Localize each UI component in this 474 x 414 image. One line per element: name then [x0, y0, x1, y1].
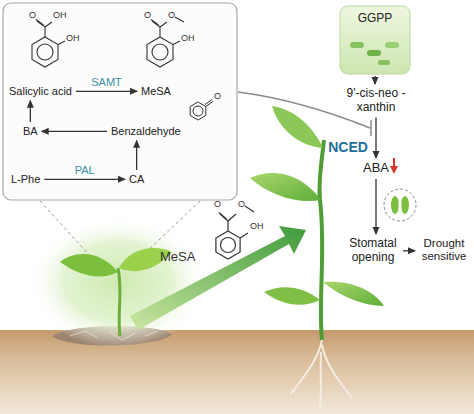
compound-label: Benzaldehyde — [110, 124, 182, 139]
benzaldehyde-structure — [190, 100, 213, 121]
benzaldehyde-structure-part — [190, 102, 206, 120]
atom-label: O — [214, 200, 221, 210]
seedling-part — [60, 254, 118, 277]
stomata-icon-part — [391, 196, 399, 214]
mesa-molecule-part — [219, 206, 254, 238]
ggpp-panel-part — [385, 42, 399, 48]
aba-decrease-arrow — [394, 158, 395, 170]
mesa-structure-part — [152, 44, 168, 60]
mesa-molecule-part — [221, 238, 236, 253]
mesa-structure-part — [151, 17, 184, 45]
precursor-box: GGPP — [340, 6, 410, 74]
compound-label: 9'-cis-neo -xanthin — [345, 86, 407, 116]
hormone-label: ABA — [362, 160, 390, 177]
seedling-part — [118, 268, 120, 336]
salicylic-structure-part — [37, 44, 53, 60]
atom-label: OH — [181, 34, 195, 44]
big-arrow — [130, 226, 306, 330]
pathway-arrow — [403, 250, 415, 251]
arrow-label: MeSA — [160, 250, 195, 264]
pathway-arrow — [375, 118, 376, 158]
ggpp-panel-part — [367, 50, 381, 56]
compound-label: MeSA — [140, 84, 172, 99]
enzyme-label: NCED — [328, 140, 368, 155]
atom-label: O — [144, 11, 151, 21]
stomata-icon-part — [399, 199, 402, 211]
atom-label: O — [29, 11, 36, 21]
plant-part — [250, 173, 321, 201]
ggpp-panel — [340, 6, 410, 74]
benzaldehyde-structure-part — [205, 100, 213, 107]
atom-label: O — [238, 200, 245, 210]
pathway-arrow — [44, 179, 125, 180]
pathway-arrow — [30, 101, 31, 122]
node-text: Benzaldehyde — [111, 125, 181, 138]
pathway-arrow — [42, 131, 107, 132]
node-text: Stomatal opening — [347, 237, 399, 265]
enzyme-label: SAMT — [91, 76, 122, 88]
atom-label: OH — [66, 34, 80, 44]
node-text: Drought sensitive — [419, 237, 469, 263]
big-arrow-part — [130, 226, 306, 330]
salicylic-structure — [32, 20, 65, 68]
atom-label: O — [214, 92, 221, 102]
plant-part — [290, 340, 352, 408]
compound-label: Salicylic acid — [8, 84, 73, 99]
stomata-icon-part — [384, 189, 416, 221]
plant-part — [272, 106, 323, 148]
inset-panel — [3, 3, 237, 258]
glow — [28, 216, 208, 348]
node-text: 9'-cis-neo -xanthin — [346, 87, 406, 115]
node-text: L-Phe — [11, 173, 40, 186]
mesa-molecule-part — [216, 231, 240, 259]
node-text: BA — [23, 125, 38, 138]
pathway-arrow — [76, 91, 137, 92]
atom-label: O — [168, 11, 175, 21]
atom-label: OH — [250, 222, 264, 232]
ggpp-panel-part — [340, 6, 410, 74]
compound-label: L-Phe — [10, 172, 41, 187]
enzyme-label: PAL — [75, 164, 95, 176]
salicylic-structure-part — [32, 37, 58, 67]
pathway-arrow — [374, 76, 375, 84]
node-text: GGPP — [341, 12, 409, 26]
ggpp-panel-part — [378, 60, 390, 65]
compound-label: CA — [128, 172, 145, 187]
plant-part — [264, 287, 320, 304]
plant-part — [323, 282, 384, 306]
outcome-label: Drought sensitive — [418, 236, 470, 264]
node-text: ABA — [363, 161, 389, 176]
soil — [0, 326, 474, 414]
glow-part — [28, 216, 208, 348]
pathway-arrow — [136, 141, 137, 170]
pathway-arrow — [375, 179, 376, 234]
aba-decrease-arrow-part — [393, 158, 395, 170]
mesa-molecule — [216, 206, 254, 259]
inset-panel-part — [3, 3, 237, 200]
mesa-structure — [147, 17, 184, 67]
node-text: CA — [129, 173, 144, 186]
benzaldehyde-structure-part — [193, 106, 203, 116]
stomata-icon-part — [401, 196, 409, 214]
compound-label: BA — [22, 124, 39, 139]
seedling — [60, 248, 172, 336]
node-text: MeSA — [141, 85, 171, 98]
response-label: Stomatal opening — [346, 236, 400, 266]
inhibition-line-part — [370, 120, 372, 136]
node-text: Salicylic acid — [9, 85, 72, 98]
atom-label: OH — [53, 11, 67, 21]
stomata-icon — [384, 189, 416, 221]
mesa-structure-part — [147, 37, 173, 67]
plant-part — [319, 140, 324, 340]
ggpp-panel-part — [350, 42, 364, 48]
salicylic-structure-part — [36, 20, 65, 45]
